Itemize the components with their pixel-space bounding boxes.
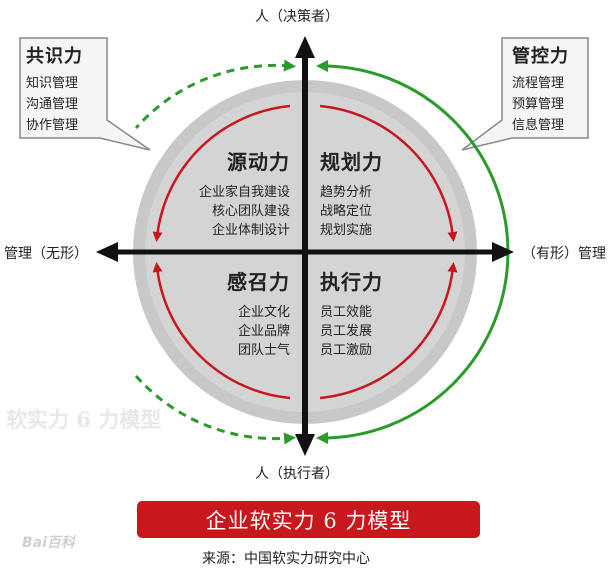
axis-label-left: 管理（无形） <box>4 246 88 262</box>
callout-right-item: 信息管理 <box>512 118 565 133</box>
callout-left: 共识力 知识管理 沟通管理 协作管理 <box>26 42 106 136</box>
callout-left-title: 共识力 <box>26 46 83 67</box>
quadrant-title: 规划力 <box>320 150 383 174</box>
arrow-right <box>492 242 514 262</box>
quadrant-top-left: 源动力 企业家自我建设 核心团队建设 企业体制设计 <box>180 146 290 240</box>
watermark: 软实力 6 力模型 <box>6 407 162 432</box>
callout-left-item: 协作管理 <box>26 118 79 133</box>
quadrant-item: 企业家自我建设 <box>198 185 290 200</box>
green-arc-top-left <box>134 59 296 129</box>
title-banner: 企业软实力 6 力模型 <box>137 501 480 538</box>
arrow-down <box>295 434 315 456</box>
quadrant-item: 员工激励 <box>320 343 373 358</box>
quadrant-item: 企业文化 <box>237 305 290 320</box>
callout-right-title: 管控力 <box>512 46 569 67</box>
green-arc-bottom-left <box>134 375 296 445</box>
quadrant-item: 团队士气 <box>237 343 290 358</box>
callout-left-box <box>19 37 151 151</box>
axis-label-bottom: 人（执行者） <box>255 466 339 482</box>
quadrant-title: 执行力 <box>320 270 383 294</box>
quadrant-item: 员工效能 <box>320 305 373 320</box>
quadrant-top-right: 规划力 趋势分析 战略定位 规划实施 <box>320 146 430 240</box>
quadrant-bottom-left: 感召力 企业文化 企业品牌 团队士气 <box>200 266 290 360</box>
quadrant-bottom-right: 执行力 员工效能 员工发展 员工激励 <box>320 266 430 360</box>
quadrant-item: 员工发展 <box>320 324 373 339</box>
arrow-left <box>96 242 118 262</box>
quadrant-title: 源动力 <box>227 150 290 174</box>
callout-right: 管控力 流程管理 预算管理 信息管理 <box>512 42 592 136</box>
axis-label-right: （有形）管理 <box>522 246 606 262</box>
baidu-logo: Bai百科 <box>22 535 75 551</box>
callout-right-item: 预算管理 <box>512 97 565 112</box>
arrow-up <box>295 36 315 58</box>
red-arc-bottom-right <box>319 262 458 400</box>
banner-text: 企业软实力 6 力模型 <box>205 508 412 533</box>
callout-right-item: 流程管理 <box>512 76 565 91</box>
quadrant-item: 规划实施 <box>320 223 373 238</box>
axis-label-top: 人（决策者） <box>255 9 339 25</box>
quadrant-title: 感召力 <box>227 270 290 294</box>
quadrant-item: 战略定位 <box>320 204 373 219</box>
source-caption: 来源：中国软实力研究中心 <box>202 551 370 567</box>
quadrant-item: 趋势分析 <box>320 185 373 200</box>
callout-left-item: 沟通管理 <box>26 97 79 112</box>
quadrant-item: 核心团队建设 <box>211 204 290 219</box>
red-arc-bottom-left <box>152 262 291 400</box>
red-arc-top-right <box>319 104 458 242</box>
red-arc-top-left <box>152 104 291 242</box>
quadrant-item: 企业体制设计 <box>211 223 290 238</box>
callout-right-box <box>461 37 589 151</box>
quadrant-item: 企业品牌 <box>237 324 290 339</box>
callout-left-item: 知识管理 <box>26 76 79 91</box>
